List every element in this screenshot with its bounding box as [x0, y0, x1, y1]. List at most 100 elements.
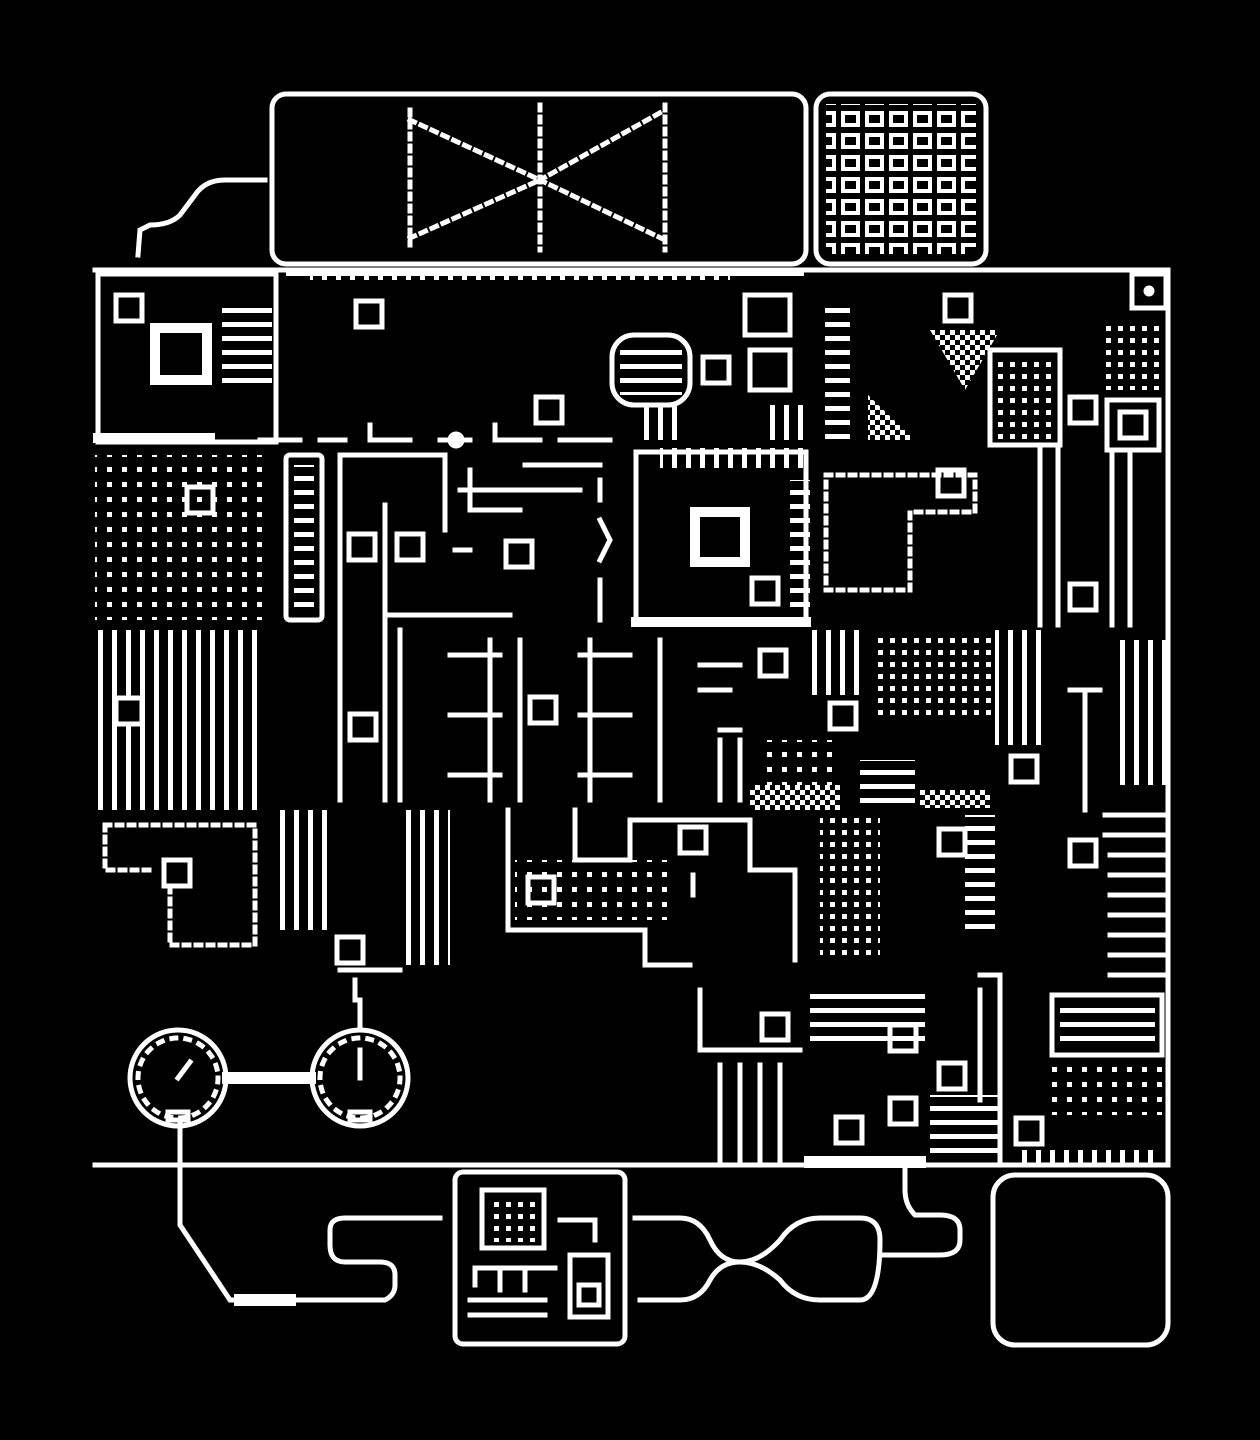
lower-right-chip: [1049, 992, 1165, 1058]
pad-715-370: [700, 354, 732, 386]
connector-module-battery-core: [576, 1282, 602, 1308]
top-display-frame: [269, 91, 809, 267]
left-dot-field: [95, 455, 265, 620]
pad-772-663: [757, 647, 789, 679]
mid-left-bus: [337, 452, 513, 803]
trace-row: [257, 422, 613, 443]
lower-left-dotted-loop: [102, 822, 258, 948]
left-top-chip-core: [150, 323, 212, 385]
pad-958-307: [942, 292, 974, 324]
via-dot: [447, 431, 465, 449]
empty-box: [990, 1172, 1171, 1348]
pad-775-1027: [759, 1011, 791, 1043]
pad-129-711: [113, 695, 145, 727]
pad-1083-410: [1067, 394, 1099, 426]
triangle-checker: [868, 395, 915, 440]
pad-843-716: [827, 700, 859, 732]
top-grid-chip-cells: [826, 104, 976, 254]
corner-pad: [1129, 271, 1169, 311]
pad-952-1076: [936, 1060, 968, 1092]
capacitor-bank: [810, 630, 865, 695]
right-pad-column: [820, 815, 880, 955]
lower-mid-dots: [515, 860, 675, 920]
left-chip-stripes: [222, 300, 272, 390]
pad-350-950: [334, 934, 366, 966]
component-mid-top-b: [747, 347, 793, 393]
connector-module-grid: [479, 1187, 547, 1251]
connector-module: [452, 1169, 628, 1347]
cpu-core: [690, 507, 750, 567]
lower-right-dots: [1050, 1065, 1165, 1115]
right-cable: [632, 1215, 883, 1303]
mid-top-vstripes: [640, 405, 685, 440]
resistor-ladder-stripes: [294, 465, 314, 610]
right-comb: [1102, 812, 1168, 978]
right-top-dots: [1100, 320, 1165, 390]
pad-952-842: [936, 826, 968, 858]
bottom-cable: [177, 1122, 443, 1303]
gauge-left-base: [165, 1109, 191, 1123]
pad-1029-1131: [1013, 1115, 1045, 1147]
bracket-chip-stripes: [620, 345, 682, 395]
right-cable-tail: [877, 1167, 963, 1258]
connector-module-battery: [567, 1252, 611, 1320]
resistor-ladder: [283, 452, 325, 623]
pad-950-483: [935, 467, 967, 499]
gauge-right-dial: [317, 1035, 403, 1121]
right-edge-bus: [1115, 640, 1167, 785]
pad-1024-769: [1008, 753, 1040, 785]
gauge-left-dial: [135, 1035, 221, 1121]
pad-519-553: [503, 538, 535, 570]
gauge-right-base: [347, 1109, 373, 1123]
dotted-loop: [823, 472, 978, 593]
mid-trace-grid: [447, 637, 663, 803]
lower-right-chip-stripes: [1060, 1003, 1155, 1047]
lower-left-vstripes: [275, 810, 330, 930]
trace-mid: [452, 462, 613, 623]
lower-stripes-block: [810, 985, 925, 1050]
top-grid-chip: [813, 91, 989, 267]
lower-bus: [697, 987, 803, 1168]
pad-360-313: [353, 298, 385, 330]
checker-strip-2: [920, 790, 990, 808]
mid-right-traces: [697, 662, 743, 803]
pad-stem: [337, 967, 403, 1003]
pad-543-709: [527, 694, 559, 726]
bottom-rail-teeth: [1020, 1150, 1160, 1165]
pad-410-546: [394, 531, 426, 563]
right-concentric-chip: [1104, 397, 1162, 453]
pad-362-546: [346, 531, 378, 563]
pad-548-409: [533, 394, 565, 426]
top-rail-teeth: [310, 268, 730, 280]
cpu-right-pins: [790, 480, 810, 610]
top-left-cable: [135, 177, 268, 258]
pad-1083-853: [1067, 837, 1099, 869]
pad-903-1111: [887, 1095, 919, 1127]
t-trace: [1067, 687, 1103, 813]
pad-849-1130: [833, 1114, 865, 1146]
gauge-left-needle: [174, 1058, 194, 1082]
mid-right-dots: [875, 635, 995, 720]
mid-dot-cluster: [760, 740, 840, 785]
mid-top-vstripes-2: [770, 405, 810, 440]
lower-left-vstripes-2: [400, 810, 450, 965]
mid-top-stripes: [825, 300, 850, 445]
right-bus: [1037, 447, 1133, 628]
pad-903-1038: [887, 1022, 919, 1054]
left-field-pad: [184, 484, 216, 516]
corner-pad-dot: [1143, 285, 1155, 297]
cpu-top-pins: [660, 448, 810, 468]
triangle-checker-2: [930, 330, 1000, 390]
pad-693-840: [677, 824, 709, 856]
right-pad-column-2: [965, 815, 995, 930]
right-grid-chip: [987, 347, 1063, 448]
bowtie-icon: [406, 102, 669, 253]
connector-module-grid-dots: [488, 1196, 538, 1242]
pad-363-727: [347, 711, 379, 743]
lower-right-stripes: [930, 1095, 1000, 1155]
cpu-pad: [749, 575, 781, 607]
mid-right-vstripes: [995, 630, 1050, 745]
left-top-chip-pad: [113, 292, 145, 324]
mid-hstripes: [860, 760, 915, 805]
